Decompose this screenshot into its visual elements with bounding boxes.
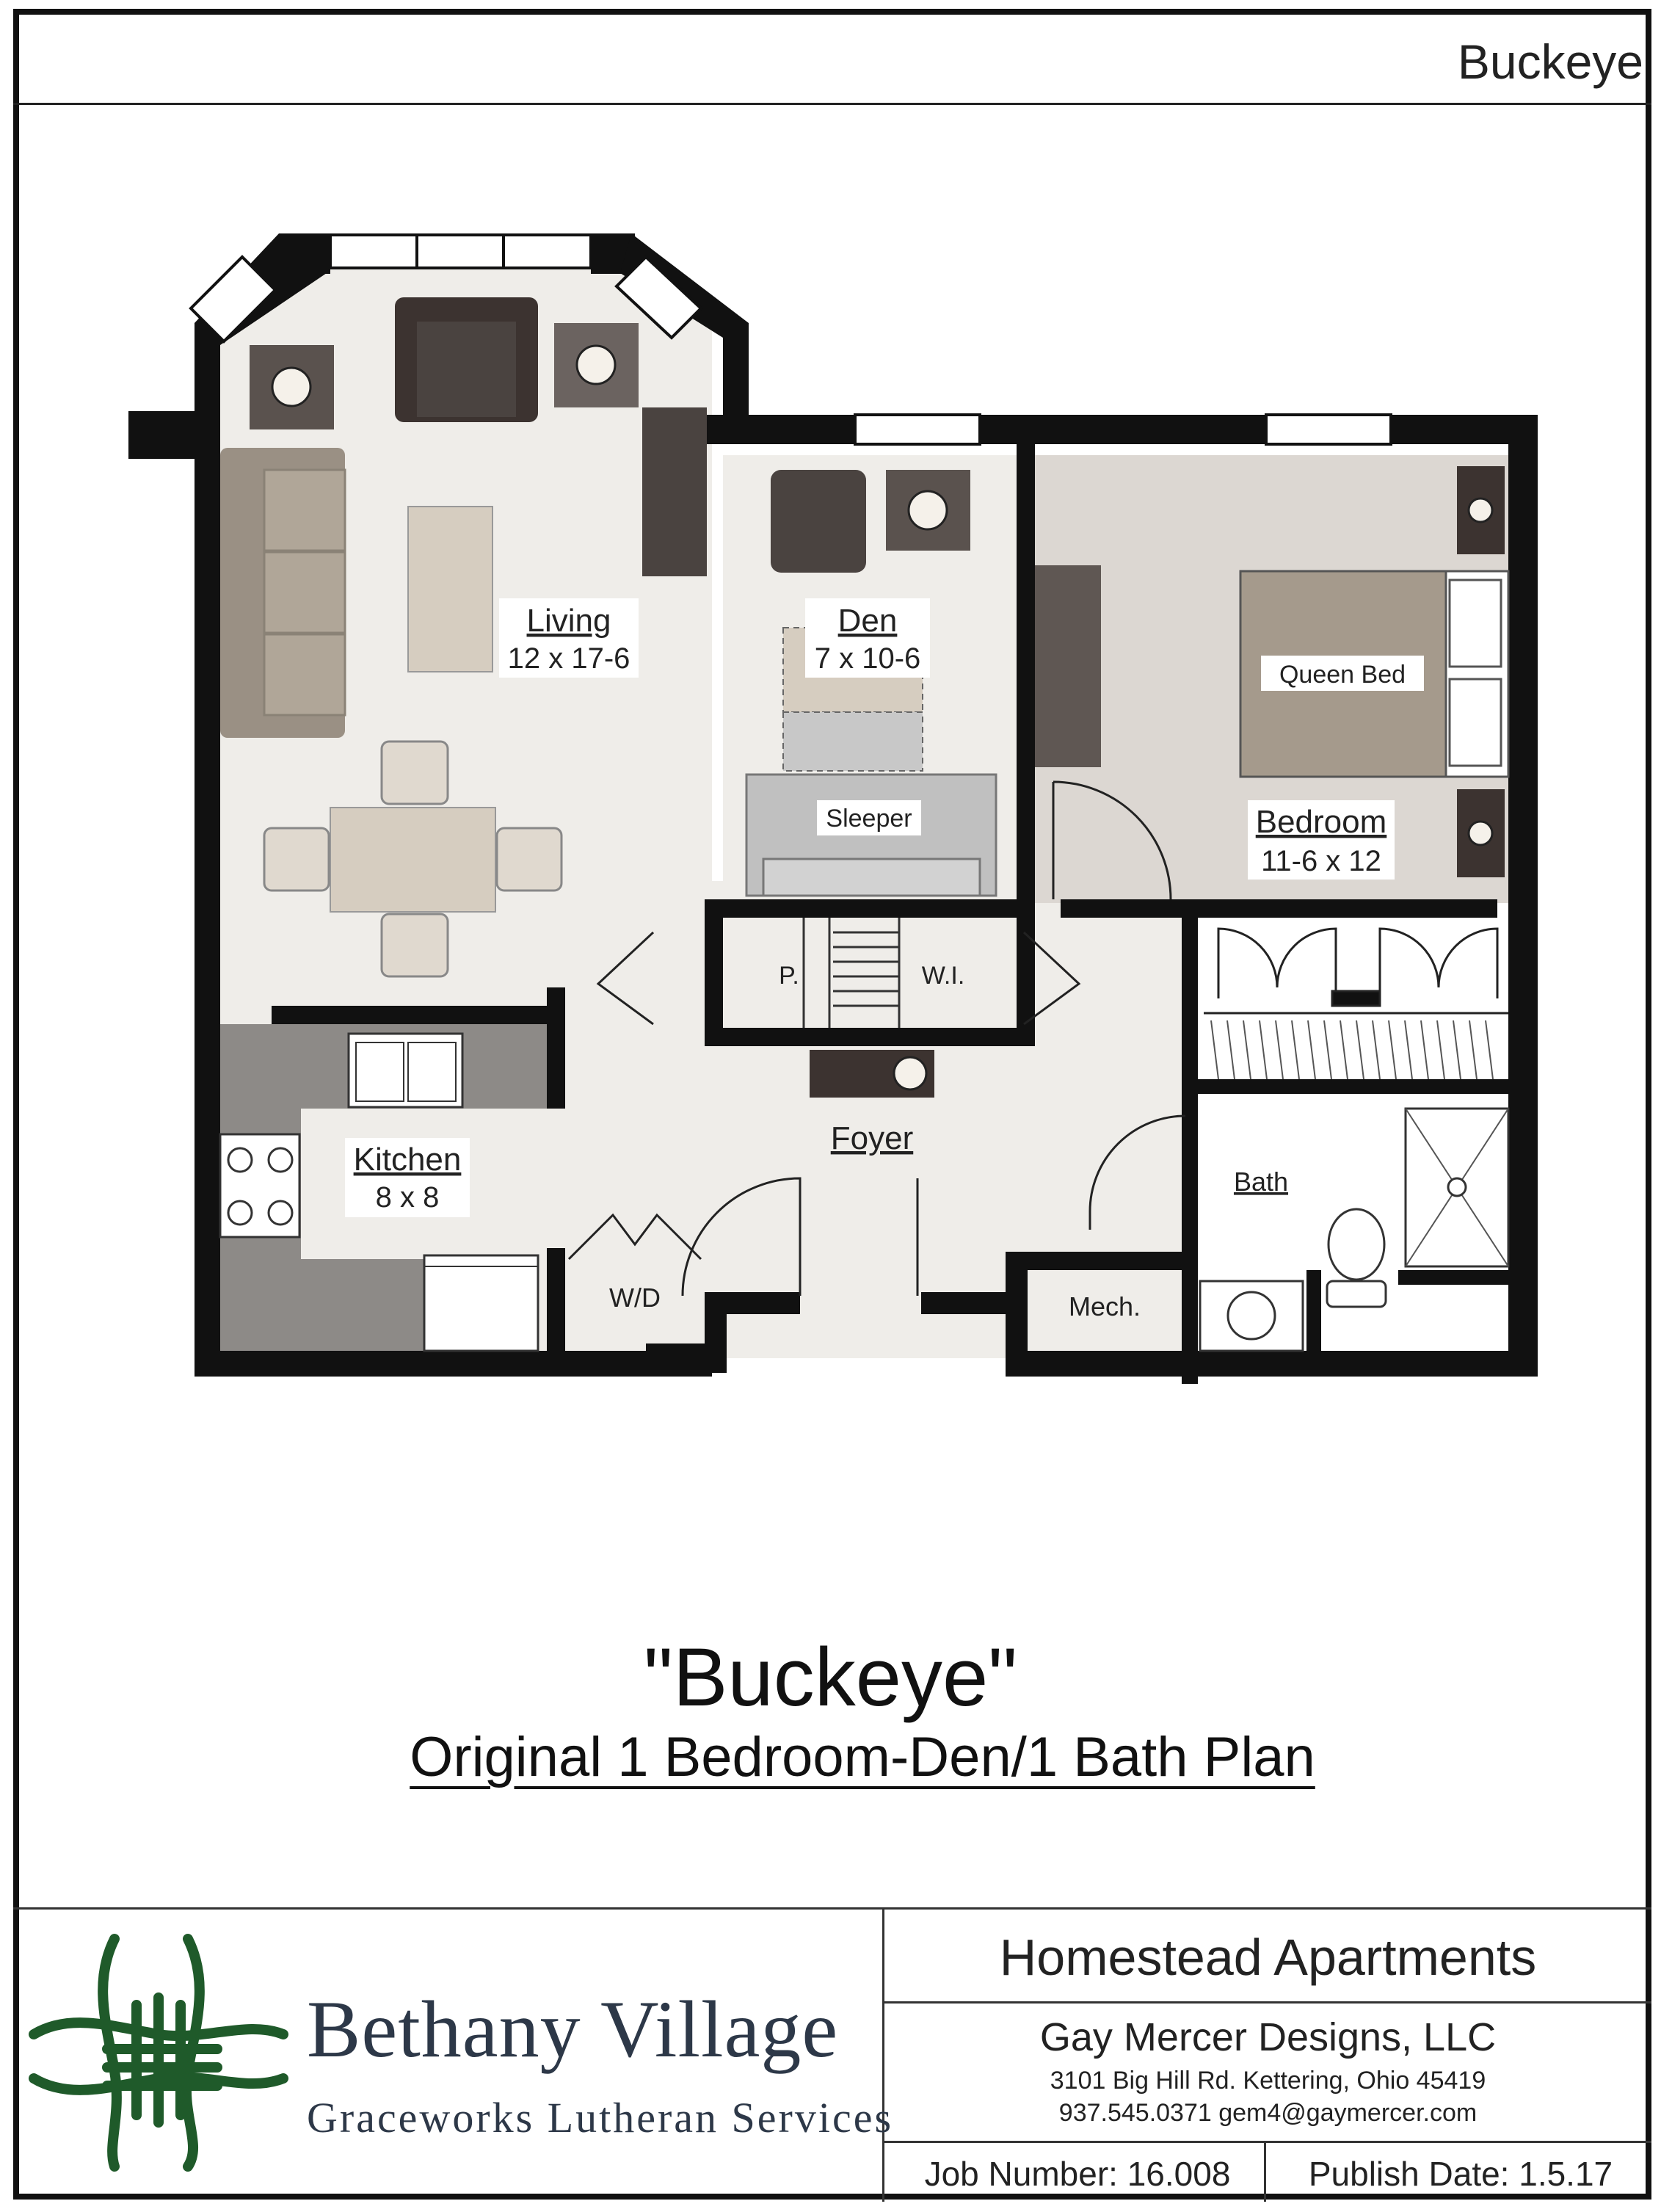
plan-subtitle: Original 1 Bedroom-Den/1 Bath Plan <box>410 1726 1315 1788</box>
title-block: Bethany Village Graceworks Lutheran Serv… <box>13 1907 1651 2202</box>
title-block-divider <box>882 1910 884 2202</box>
toilet-icon <box>1327 1208 1386 1281</box>
windows <box>189 233 1392 446</box>
logo-weave-icon <box>29 1934 288 2172</box>
wd-label: W/D <box>609 1283 661 1313</box>
bedroom-closet <box>1204 927 1508 1015</box>
job-number: Job Number: 16.008 <box>924 2155 1231 2193</box>
bedroom-furniture <box>1035 466 1510 877</box>
living-size: 12 x 17-6 <box>508 642 630 675</box>
den-label: Den <box>838 603 898 639</box>
lamp-icon <box>907 490 948 531</box>
header-divider <box>13 103 1651 105</box>
organization-subtitle: Graceworks Lutheran Services <box>307 2094 894 2142</box>
walkin-shelves <box>802 918 901 1028</box>
sink-icon <box>347 1032 464 1109</box>
sleeper-label: Sleeper <box>826 805 912 833</box>
kitchen-fixtures <box>219 1032 539 1352</box>
title-block-divider <box>882 2001 1651 2004</box>
bedroom-size: 11-6 x 12 <box>1261 845 1381 877</box>
designer-name: Gay Mercer Designs, LLC <box>1039 2015 1497 2059</box>
shower-drain-icon <box>1447 1177 1467 1197</box>
closet-hangers <box>1210 1020 1494 1080</box>
organization-name: Bethany Village <box>307 1984 839 2074</box>
queen-bed-label: Queen Bed <box>1279 661 1406 689</box>
lamp-icon <box>1467 820 1494 846</box>
walkin-label: W.I. <box>922 962 965 990</box>
designer-contact: 937.545.0371 gem4@gaymercer.com <box>1058 2099 1478 2127</box>
lamp-icon <box>893 1056 928 1091</box>
bath-fixtures <box>1199 1100 1510 1352</box>
bedroom-label: Bedroom <box>1256 804 1387 840</box>
kitchen-label: Kitchen <box>354 1142 462 1178</box>
stove-icon <box>227 1147 253 1173</box>
publish-date: Publish Date: 1.5.17 <box>1308 2155 1613 2193</box>
pantry-label: P. <box>779 962 799 990</box>
kitchen-floor <box>217 1024 547 1358</box>
lamp-icon <box>575 344 617 385</box>
kitchen-size: 8 x 8 <box>376 1181 440 1214</box>
living-furniture <box>220 297 707 978</box>
bath-label: Bath <box>1234 1167 1288 1197</box>
foyer-label: Foyer <box>831 1120 913 1156</box>
living-label: Living <box>527 603 611 639</box>
plan-title: "Buckeye" <box>643 1631 1018 1723</box>
title-block-divider <box>882 2141 1651 2143</box>
den-size: 7 x 10-6 <box>815 642 921 675</box>
room-labels: Living 12 x 17-6 Den 7 x 10-6 Queen Bed … <box>345 598 1424 1321</box>
header-title: Buckeye <box>1457 35 1643 89</box>
lamp-icon <box>1467 497 1494 523</box>
designer-address: 3101 Big Hill Rd. Kettering, Ohio 45419 <box>1050 2067 1486 2095</box>
page-frame <box>13 9 1651 2200</box>
mech-label: Mech. <box>1069 1291 1141 1321</box>
project-name: Homestead Apartments <box>999 1929 1537 1986</box>
title-block-divider <box>1264 2141 1266 2202</box>
door-swings <box>567 780 1186 1297</box>
floor-plan: Living 12 x 17-6 Den 7 x 10-6 Queen Bed … <box>128 233 1538 1384</box>
lamp-icon <box>271 366 312 407</box>
